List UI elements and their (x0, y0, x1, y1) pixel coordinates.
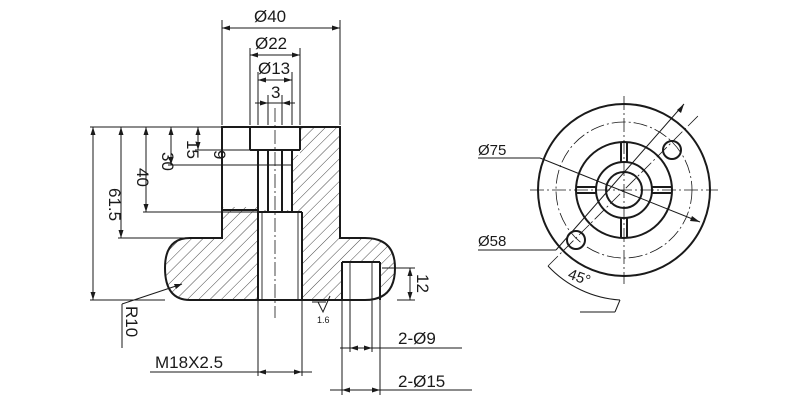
dim-d13: Ø13 (258, 59, 290, 78)
top-dimensions: Ø40 Ø22 Ø13 3 (221, 7, 341, 125)
left-dimensions: 9 15 30 40 61.5 (90, 126, 258, 301)
dim-h40: 40 (133, 168, 152, 187)
dim-thread: M18X2.5 (155, 353, 223, 372)
right-dimension: 12 (382, 267, 432, 301)
dim-holes9: 2-Ø9 (398, 329, 436, 348)
dim-radius: R10 (122, 306, 141, 337)
dim-h30: 30 (158, 152, 177, 171)
dim-holes15: 2-Ø15 (398, 372, 445, 391)
dim-d22: Ø22 (255, 34, 287, 53)
dim-h615: 61.5 (105, 188, 124, 221)
dim-h15: 15 (183, 140, 202, 159)
plan-view: Ø75 Ø58 45° (478, 96, 718, 313)
dim-h9: 9 (210, 150, 229, 159)
dim-h12: 12 (413, 274, 432, 293)
roughness-value: 1.6 (317, 315, 330, 325)
dim-w3: 3 (271, 83, 280, 102)
dim-d75: Ø75 (478, 142, 506, 159)
dim-d58: Ø58 (478, 233, 506, 250)
bottom-dimensions: R10 M18X2.5 1.6 2-Ø9 2-Ø15 (121, 283, 472, 395)
dim-d40: Ø40 (254, 7, 286, 26)
dim-angle: 45° (566, 266, 593, 290)
